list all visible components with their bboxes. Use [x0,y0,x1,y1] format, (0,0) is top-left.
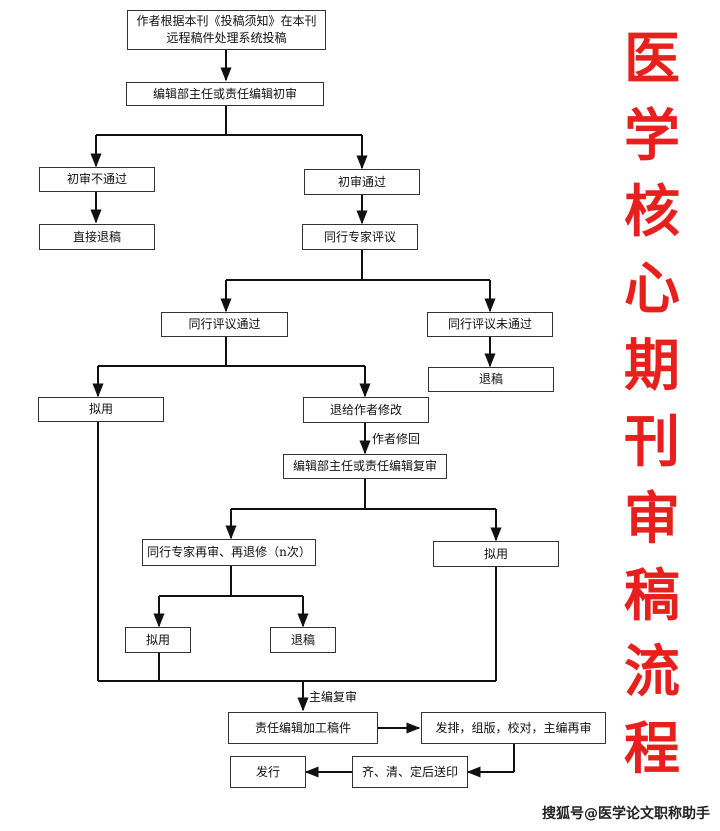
watermark: 搜狐号@医学论文职称助手 [542,806,710,822]
box-accept-3-text: 拟用 [483,546,508,561]
side-title-char: 刊 [624,410,680,476]
box-initial-pass-text: 初审通过 [337,174,386,189]
side-title-char: 心 [624,256,680,322]
box-editor-process-text: 责任编辑加工稿件 [254,720,351,735]
side-title-char: 学 [624,103,680,169]
box-peer-review-text: 同行专家评议 [323,229,396,244]
box-initial-fail: 初审不通过 [39,167,155,192]
box-typeset: 发排，组版，校对，主编再审 [421,712,606,744]
box-accept-1: 拟用 [38,397,164,422]
box-accept-2-text: 拟用 [145,632,170,647]
side-title-char: 程 [624,716,680,782]
box-reject-peer-text: 退稿 [478,372,503,386]
box-re-review-text: 编辑部主任或责任编辑复审 [292,459,437,473]
side-title-char: 医 [624,27,680,92]
box-submit: 作者根据本刊《投稿须知》在本刊远程稿件处理系统投稿 [127,10,326,50]
box-return-revise-text: 退给作者修改 [329,402,402,417]
box-initial-fail-text: 初审不通过 [66,172,127,186]
side-title-char: 核 [624,180,680,246]
box-peer-pass: 同行评议通过 [161,312,288,337]
box-publish: 发行 [230,756,306,788]
box-editor-process: 责任编辑加工稿件 [228,712,378,744]
label-chief-review: 主编复审 [309,690,358,704]
box-initial-review: 编辑部主任或责任编辑初审 [126,82,324,106]
box-initial-pass: 初审通过 [304,169,420,195]
side-title-char: 审 [624,486,680,552]
label-author-revise: 作者修回 [372,432,421,446]
box-reject-peer: 退稿 [428,367,554,392]
side-title-char: 稿 [624,563,680,629]
box-peer-pass-text: 同行评议通过 [188,317,261,331]
box-peer-re-review-text: 同行专家再审、再退修（n次） [147,545,311,559]
box-print: 齐、清、定后送印 [352,756,468,788]
box-peer-review: 同行专家评议 [302,224,418,250]
box-accept-1-text: 拟用 [88,402,113,416]
box-peer-fail: 同行评议未通过 [427,312,553,337]
box-print-text: 齐、清、定后送印 [361,764,458,779]
box-peer-fail-text: 同行评议未通过 [447,317,532,331]
box-reject-final: 退稿 [270,627,336,653]
side-title: 医 学 核 心 期 刊 审 稿 流 程 [604,30,700,780]
box-publish-text: 发行 [255,764,280,779]
box-accept-3: 拟用 [433,541,559,567]
side-title-char: 期 [624,333,680,399]
box-peer-re-review: 同行专家再审、再退修（n次） [142,539,316,566]
box-re-review: 编辑部主任或责任编辑复审 [283,454,447,479]
box-return-direct-text: 直接退稿 [72,229,121,244]
box-initial-review-text: 编辑部主任或责任编辑初审 [152,86,297,101]
box-submit-text: 作者根据本刊《投稿须知》在本刊远程稿件处理系统投稿 [136,14,317,45]
box-return-direct: 直接退稿 [39,224,155,250]
box-reject-final-text: 退稿 [290,632,315,647]
box-return-revise: 退给作者修改 [303,397,429,423]
box-typeset-text: 发排，组版，校对，主编再审 [435,720,592,735]
side-title-char: 流 [624,640,680,706]
box-accept-2: 拟用 [125,627,191,653]
